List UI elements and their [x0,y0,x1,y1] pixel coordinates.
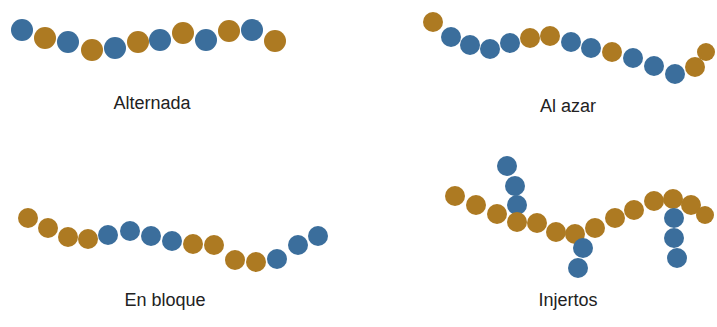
copolymer-label: Injertos [538,290,597,312]
copolymer-label: Al azar [540,96,596,118]
graft-chain [445,156,714,278]
block-chain [18,208,328,272]
alternating-chain [11,19,286,61]
copolymer-label: Alternada [113,93,190,115]
random-chain [423,12,715,84]
copolymer-label: En bloque [124,290,205,312]
